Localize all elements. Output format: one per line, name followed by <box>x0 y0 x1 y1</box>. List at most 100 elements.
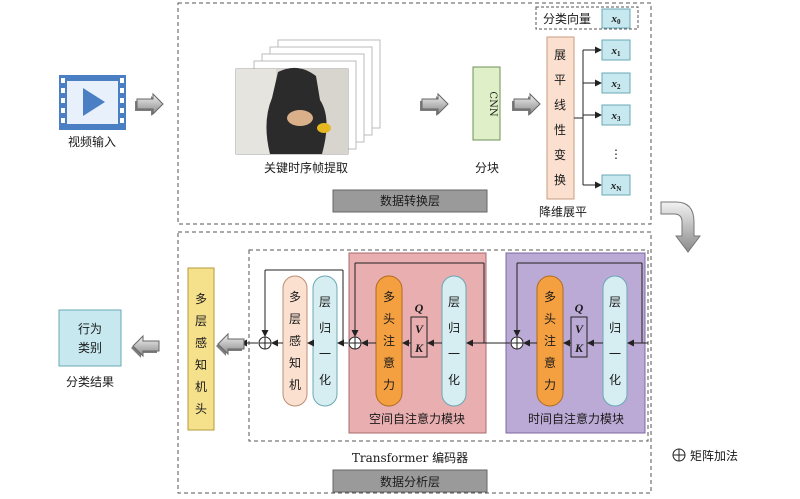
norm-block-1-char: 归 <box>319 321 331 335</box>
transformer-encoder-frame <box>248 249 649 442</box>
flatten-box-char: 线 <box>554 98 566 112</box>
class-vector-symbol: x0 <box>611 13 622 26</box>
norm-block-1-char: 化 <box>319 373 331 387</box>
flatten-box-char: 展 <box>554 48 566 62</box>
video-input-label: 视频输入 <box>68 134 116 149</box>
data-layer-title-bar <box>332 189 488 213</box>
patch-vector-symbol: xN <box>610 180 622 193</box>
norm-block-2-char: 层 <box>448 295 460 309</box>
mlp-head-char: 多 <box>195 292 207 306</box>
patch-vector-box <box>601 174 631 196</box>
matrix-add-node <box>258 336 272 350</box>
mlp-block-char: 感 <box>289 333 301 348</box>
patch-vector-box <box>601 39 631 61</box>
matrix-add-node <box>510 336 524 350</box>
temporal-attention-block-char: 多 <box>544 290 556 304</box>
spatial-attention-block-char: 头 <box>383 312 395 326</box>
mlp-head-char: 感 <box>195 335 207 350</box>
norm-block-2-char: 归 <box>448 321 460 335</box>
norm-block-3-char: 一 <box>609 347 621 361</box>
data-layer-frame <box>177 2 652 225</box>
keyframe-stack <box>235 39 381 155</box>
patch-vector-symbol: x1 <box>611 45 622 58</box>
patch-vector-symbol: x3 <box>611 110 622 123</box>
qkv-v-label: V <box>415 322 424 336</box>
cnn-label: CNN <box>487 91 498 116</box>
norm-block-3-char: 化 <box>609 373 621 387</box>
patch-vector-box <box>601 72 631 94</box>
legend-label: 矩阵加法 <box>690 449 738 463</box>
norm-block-2-char: 化 <box>448 373 460 387</box>
video-input-icon <box>59 75 126 130</box>
mlp-head-char: 层 <box>195 314 207 328</box>
transformer-encoder-label: Transformer 编码器 <box>352 450 468 465</box>
keyframe-label: 关键时序帧提取 <box>264 160 348 175</box>
flatten-box-char: 变 <box>554 147 566 162</box>
temporal-attention-block-char: 力 <box>544 378 556 392</box>
norm-block-3-char: 层 <box>609 295 621 309</box>
mlp-head-box <box>187 267 215 431</box>
mlp-block-char: 多 <box>289 290 301 304</box>
mlp-block-char: 知 <box>289 356 301 370</box>
mlp-block-char: 层 <box>289 312 301 326</box>
matrix-add-node <box>348 336 362 350</box>
patch-label: 分块 <box>475 161 499 175</box>
encoder-connections <box>240 262 648 347</box>
spatial-attention-block-char: 意 <box>383 355 395 370</box>
temporal-attention-block-char: 头 <box>544 312 556 326</box>
spatial-attention-block-char: 力 <box>383 378 395 392</box>
flatten-box-char: 换 <box>554 173 566 187</box>
arrow-encoder-to-mlp-head <box>216 332 245 356</box>
class-vector-box <box>601 8 631 29</box>
result-box-line-1: 行为 <box>78 322 102 336</box>
analysis-layer-title: 数据分析层 <box>380 474 440 489</box>
flatten-box-char: 平 <box>554 73 566 87</box>
patch-vector-ellipsis: ⋮ <box>610 147 622 161</box>
mlp-block-char: 机 <box>289 378 301 392</box>
qkv-q-label: Q <box>575 301 584 315</box>
layer-connector-arrow <box>660 201 701 253</box>
mlp-head-char: 头 <box>195 402 207 416</box>
class-vector-frame <box>535 6 639 30</box>
data-layer-title: 数据转换层 <box>380 193 440 208</box>
qkv-q-label: Q <box>415 301 424 315</box>
qkv-k-label: K <box>574 341 584 355</box>
qkv-v-label: V <box>575 322 584 336</box>
flow-arrows-analysis-layer <box>131 332 245 358</box>
flatten-box <box>546 36 575 200</box>
mlp-head-char: 机 <box>195 380 207 394</box>
arrow-video-to-frames <box>135 92 164 116</box>
flow-arrows-data-layer <box>135 92 541 116</box>
result-label: 分类结果 <box>66 375 114 389</box>
norm-block-1-char: 一 <box>319 347 331 361</box>
temporal-attention-label: 时间自注意力模块 <box>528 411 624 426</box>
temporal-attention-block-char: 意 <box>544 355 556 370</box>
spatial-attention-block-char: 多 <box>383 290 395 304</box>
arrow-frames-to-cnn <box>420 92 449 116</box>
class-vector-label: 分类向量 <box>543 11 591 26</box>
patch-vector-column: x1 x2 x3 xN <box>574 39 631 196</box>
spatial-attention-label: 空间自注意力模块 <box>369 411 465 426</box>
temporal-attention-block-char: 注 <box>544 333 556 348</box>
qkv-k-label: K <box>414 341 424 355</box>
analysis-layer-title-bar <box>332 469 488 493</box>
cnn-box <box>472 66 501 141</box>
norm-block-1-char: 层 <box>319 295 331 309</box>
norm-block-3-char: 归 <box>609 321 621 335</box>
result-box <box>58 309 122 367</box>
spatial-attention-block-char: 注 <box>383 333 395 348</box>
patch-vector-symbol: x2 <box>611 78 622 91</box>
analysis-layer-frame <box>177 231 652 494</box>
patch-vector-box <box>601 104 631 126</box>
result-box-line-2: 类别 <box>78 341 102 355</box>
mlp-head-char: 知 <box>195 358 207 372</box>
flatten-label: 降维展平 <box>539 205 587 219</box>
arrow-cnn-to-flatten <box>512 92 541 116</box>
matrix-addition-nodes <box>258 336 524 350</box>
norm-block-2-char: 一 <box>448 347 460 361</box>
